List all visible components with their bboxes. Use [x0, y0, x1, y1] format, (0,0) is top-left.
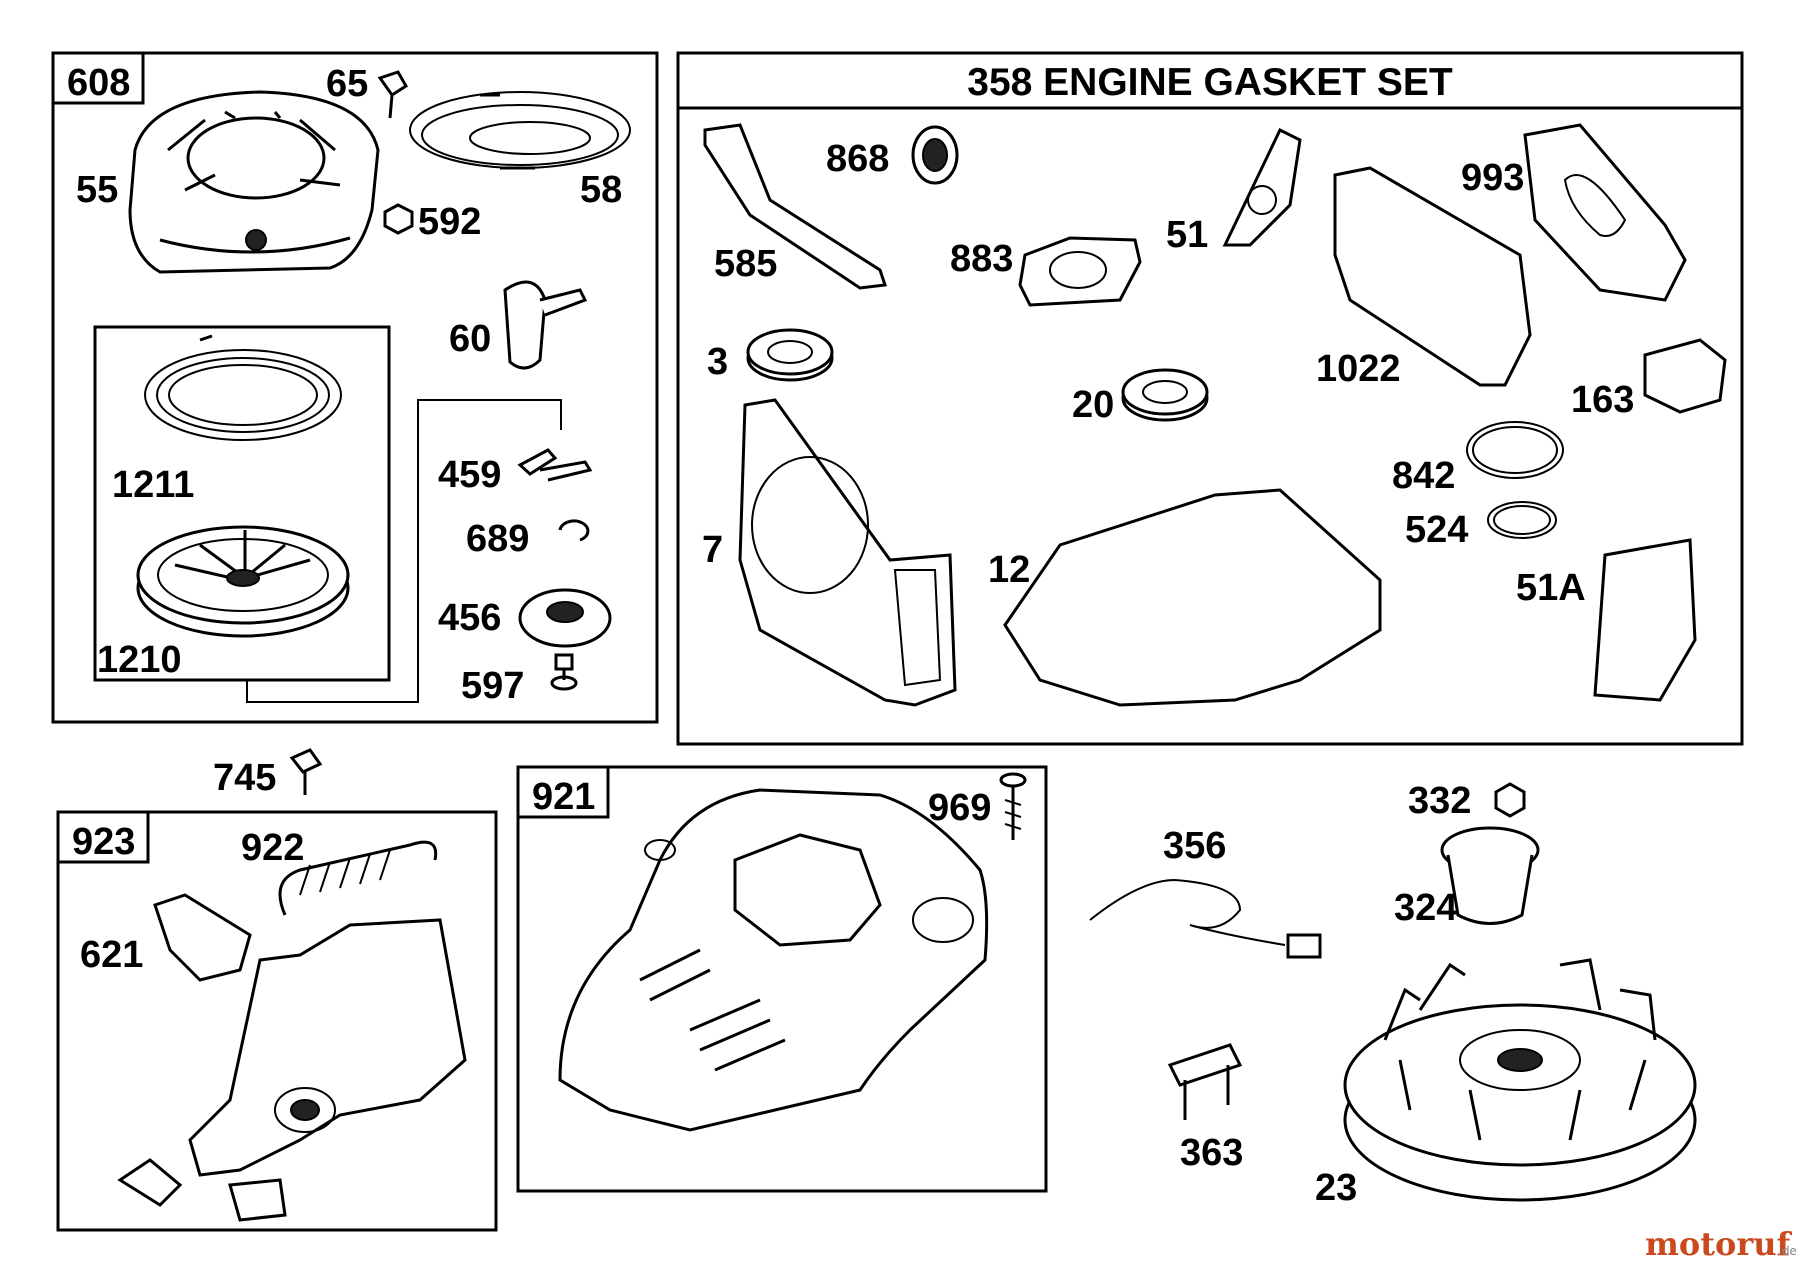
- label-363: 363: [1180, 1132, 1243, 1174]
- label-356: 356: [1163, 825, 1226, 867]
- label-3: 3: [707, 341, 728, 383]
- label-585: 585: [714, 243, 777, 285]
- part-356-ground-wire: [1089, 878, 1322, 959]
- label-597: 597: [461, 665, 524, 707]
- label-51A: 51A: [1516, 567, 1586, 609]
- group-box-921-label: 921: [532, 776, 595, 818]
- part-524-o-ring: [1487, 501, 1557, 539]
- part-60-handle: [503, 280, 588, 370]
- label-1210: 1210: [97, 639, 182, 681]
- part-585-gasket: [703, 123, 888, 290]
- label-55: 55: [76, 169, 118, 211]
- part-922-spring: [278, 840, 438, 916]
- label-621: 621: [80, 934, 143, 976]
- part-868-seal: [911, 125, 959, 185]
- part-55-starter-housing: [128, 90, 380, 274]
- part-163-gasket: [1643, 338, 1727, 414]
- part-1210-pulley: [136, 525, 350, 638]
- label-969: 969: [928, 787, 991, 829]
- part-58-starter-rope: [409, 91, 631, 170]
- label-20: 20: [1072, 384, 1114, 426]
- gasket-set-title: 358 ENGINE GASKET SET: [967, 61, 1453, 104]
- part-7-head-gasket: [738, 398, 957, 707]
- label-689: 689: [466, 518, 529, 560]
- label-51: 51: [1166, 214, 1208, 256]
- part-592-nut: [383, 203, 414, 235]
- watermark-logo: motoruf .de: [1645, 1225, 1797, 1263]
- watermark-suffix: .de: [1778, 1244, 1797, 1258]
- part-3-seal: [746, 328, 834, 382]
- group-box-923-label: 923: [72, 821, 135, 863]
- part-993-gasket: [1523, 123, 1687, 302]
- part-921-blower-shroud: [558, 788, 989, 1132]
- part-969-screw: [999, 772, 1027, 840]
- part-65-screw: [377, 70, 409, 119]
- label-524: 524: [1405, 509, 1468, 551]
- label-922: 922: [241, 827, 304, 869]
- label-456: 456: [438, 597, 501, 639]
- label-1022: 1022: [1316, 348, 1401, 390]
- group-box-608-label: 608: [67, 62, 130, 104]
- label-65: 65: [326, 63, 368, 105]
- label-332: 332: [1408, 780, 1471, 822]
- part-51-gasket: [1222, 127, 1302, 247]
- part-20-seal: [1121, 368, 1209, 422]
- part-883-gasket: [1018, 236, 1142, 307]
- part-745-screw: [289, 748, 323, 795]
- label-60: 60: [449, 318, 491, 360]
- group-box-921: 921: [516, 765, 1048, 1193]
- group-box-608: 608: [51, 51, 659, 724]
- label-58: 58: [580, 169, 622, 211]
- gasket-set-box: 358 ENGINE GASKET SET: [676, 51, 1744, 746]
- part-51A-gasket: [1593, 538, 1697, 702]
- part-363-bracket: [1167, 1043, 1243, 1120]
- part-1022-gasket: [1333, 166, 1532, 387]
- label-592: 592: [418, 201, 481, 243]
- label-868: 868: [826, 138, 889, 180]
- label-459: 459: [438, 454, 501, 496]
- part-456-retainer: [518, 588, 612, 648]
- part-459-starter-dog: [517, 448, 593, 482]
- leader-line-starter: [246, 399, 562, 703]
- label-324: 324: [1394, 887, 1457, 929]
- watermark-brand: motoruf: [1645, 1225, 1792, 1263]
- part-332-nut: [1494, 782, 1526, 818]
- label-1211: 1211: [112, 464, 194, 506]
- part-23-flywheel: [1343, 958, 1697, 1202]
- label-842: 842: [1392, 455, 1455, 497]
- sub-box-pulley: [93, 325, 391, 682]
- part-842-o-ring: [1466, 421, 1564, 479]
- part-923-bracket-assembly: [117, 918, 467, 1222]
- label-993: 993: [1461, 157, 1524, 199]
- label-12: 12: [988, 549, 1030, 591]
- label-883: 883: [950, 238, 1013, 280]
- part-689-clip: [558, 519, 590, 542]
- part-1211-recoil-spring: [144, 334, 342, 441]
- part-597-screw: [550, 653, 578, 691]
- label-163: 163: [1571, 379, 1634, 421]
- part-324-screen-cup: [1440, 826, 1540, 925]
- group-box-923: 923: [56, 810, 498, 1232]
- part-12-base-gasket: [1003, 488, 1382, 707]
- label-7: 7: [702, 529, 723, 571]
- part-621-clip: [153, 893, 252, 982]
- label-745: 745: [213, 757, 276, 799]
- label-23: 23: [1315, 1167, 1357, 1209]
